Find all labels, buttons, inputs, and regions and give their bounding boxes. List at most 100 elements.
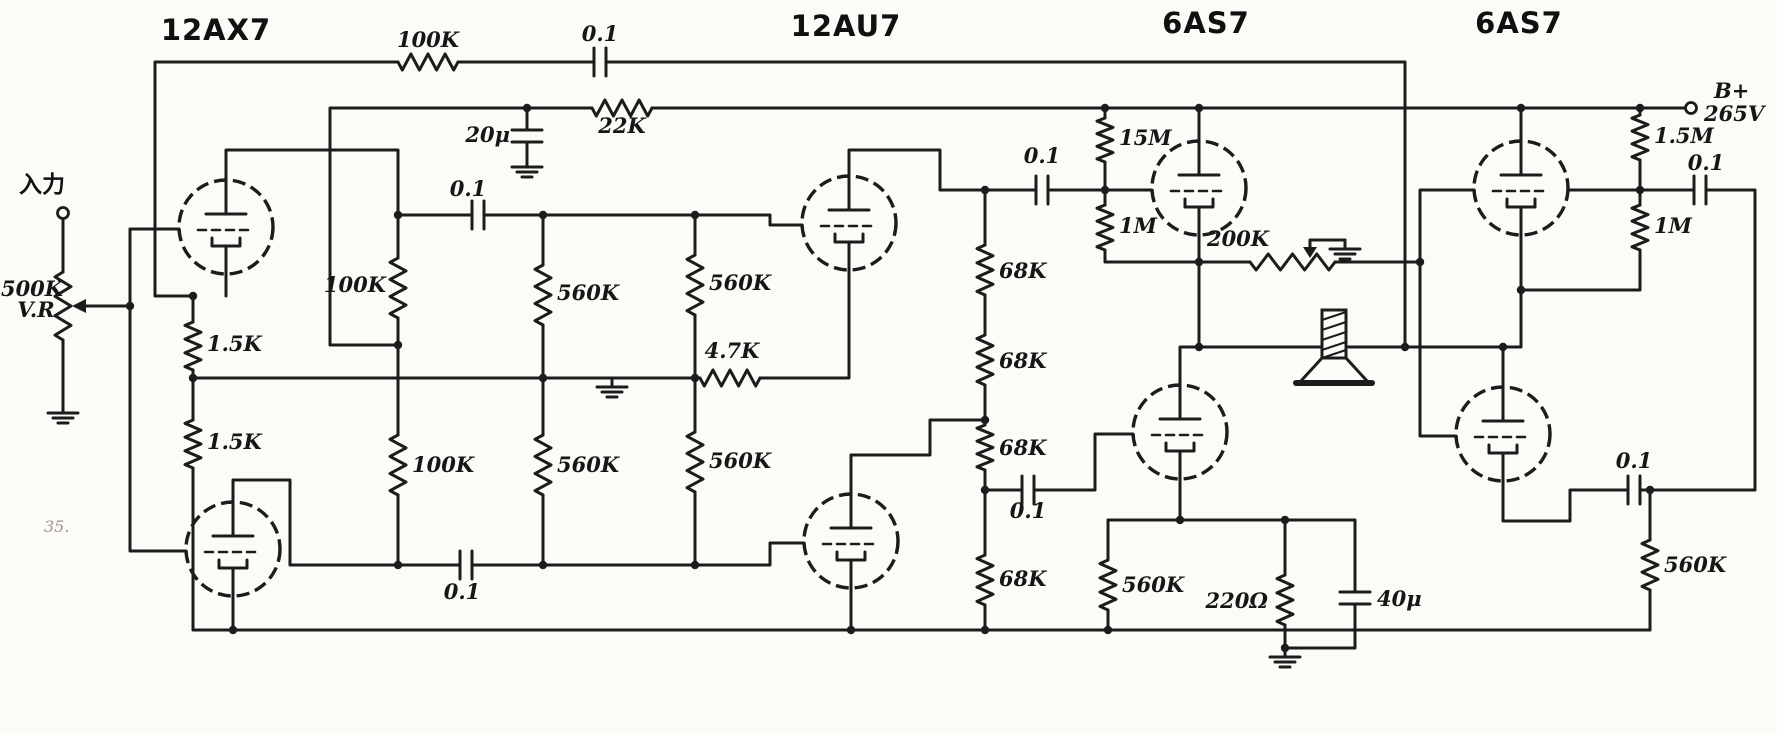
divider-resistor-3-label: 68K bbox=[999, 435, 1047, 460]
output-cathode-resistor-label: 220Ω bbox=[1204, 588, 1268, 613]
cathode-bypass-capacitor-label: 40μ bbox=[1377, 586, 1422, 611]
labels: 12AX7 12AU7 6AS7 6AS7 入力 B+ 265V 100K 0.… bbox=[1, 6, 1767, 613]
coupling-capacitor-lower-label: 0.1 bbox=[444, 579, 481, 604]
ground-symbols bbox=[46, 156, 1362, 669]
b-plus-voltage-label: 265V bbox=[1703, 101, 1767, 126]
cathode-bypass-capacitor bbox=[1338, 590, 1372, 606]
supply-filter-capacitor bbox=[510, 128, 544, 144]
tube-12au7-upper bbox=[800, 174, 898, 272]
tail-resistor bbox=[698, 368, 762, 388]
plate-resistor-lower-label: 100K bbox=[412, 452, 475, 477]
balance-wiper-arrow-icon bbox=[1303, 247, 1317, 258]
feedback-capacitor-label: 0.1 bbox=[582, 21, 619, 46]
divider-resistor-3 bbox=[975, 423, 995, 472]
output-coupling-bottom-label: 0.1 bbox=[1616, 448, 1653, 473]
tube-6as7-left-lower bbox=[1131, 383, 1229, 481]
coupling-capacitor-upper-label: 0.1 bbox=[450, 176, 487, 201]
filter-capacitor-label: 20μ bbox=[464, 122, 510, 147]
output-grid-lo-label: 1M bbox=[1654, 213, 1693, 238]
grid-resistor-lower-2-label: 560K bbox=[709, 448, 772, 473]
b-plus-terminal bbox=[1684, 101, 1698, 115]
output-coupling-top-label: 0.1 bbox=[1688, 150, 1725, 175]
tube-label-v4: 6AS7 bbox=[1475, 6, 1563, 40]
driver-coupling-capacitor-lower bbox=[1020, 474, 1036, 506]
feedback-resistor bbox=[396, 52, 460, 72]
cathode-resistor-2 bbox=[183, 418, 203, 470]
junction-dots bbox=[125, 103, 1655, 653]
volume-pot-label: 500K bbox=[1, 276, 64, 301]
output-cathode-resistor bbox=[1275, 573, 1295, 627]
tube-symbols bbox=[177, 139, 1570, 598]
grid-resistor-upper-2-label: 560K bbox=[709, 270, 772, 295]
tube-label-v2: 12AU7 bbox=[791, 9, 902, 43]
supply-dropper-resistor bbox=[590, 98, 654, 118]
tube-6as7-right-lower bbox=[1454, 385, 1552, 483]
grid-resistor-lower-2 bbox=[685, 430, 705, 494]
cathode-resistor-1 bbox=[183, 320, 203, 372]
volume-pot-tag: V.R bbox=[17, 297, 54, 322]
b-plus-label: B+ bbox=[1713, 78, 1749, 103]
divider-resistor-1 bbox=[975, 243, 995, 297]
divider-resistor-4-label: 68K bbox=[999, 566, 1047, 591]
grid-leak-right bbox=[1640, 538, 1660, 592]
balance-pot-label: 200K bbox=[1206, 226, 1270, 251]
input-terminal bbox=[56, 206, 70, 220]
balance-potentiometer bbox=[1248, 252, 1337, 272]
ground-icon bbox=[46, 402, 80, 425]
volume-wiper-arrow-icon bbox=[72, 299, 86, 313]
tube-12ax7-upper bbox=[177, 178, 275, 276]
driver-grid-hi-label: 15M bbox=[1119, 125, 1172, 150]
cathode-resistor-2-label: 1.5K bbox=[207, 429, 263, 454]
driver-coupling-lower-label: 0.1 bbox=[1010, 498, 1047, 523]
plate-resistor-upper bbox=[388, 256, 408, 320]
feedback-capacitor bbox=[592, 46, 608, 78]
wires-right-section bbox=[847, 60, 1757, 650]
driver-coupling-capacitor-upper bbox=[1034, 174, 1050, 206]
resistors bbox=[53, 52, 1660, 627]
ground-icon bbox=[510, 156, 544, 179]
volume-potentiometer bbox=[53, 270, 73, 342]
grid-resistor-lower-1 bbox=[533, 433, 553, 497]
divider-resistor-2 bbox=[975, 333, 995, 387]
tube-label-v1: 12AX7 bbox=[161, 13, 271, 47]
coupling-capacitor-lower bbox=[458, 549, 474, 581]
output-grid-resistor-lo bbox=[1630, 203, 1650, 252]
capacitors bbox=[458, 46, 1708, 606]
speaker-icon bbox=[1293, 308, 1375, 386]
output-coupling-capacitor-bottom bbox=[1626, 474, 1642, 506]
output-grid-hi-label: 1.5M bbox=[1654, 123, 1715, 148]
divider-resistor-4 bbox=[975, 553, 995, 607]
tube-12au7-lower bbox=[802, 492, 900, 590]
output-grid-resistor-hi bbox=[1630, 113, 1650, 162]
tube-6as7-right-upper bbox=[1472, 139, 1570, 237]
ground-icon bbox=[595, 376, 629, 399]
scan-artifact: 35. bbox=[44, 517, 69, 536]
plate-resistor-lower bbox=[388, 433, 408, 497]
grid-leak-left bbox=[1098, 558, 1118, 612]
divider-resistor-2-label: 68K bbox=[999, 348, 1047, 373]
grid-resistor-upper-1 bbox=[533, 263, 553, 327]
grid-resistor-upper-2 bbox=[685, 253, 705, 317]
grid-resistor-upper-1-label: 560K bbox=[557, 280, 620, 305]
output-coupling-capacitor-top bbox=[1692, 174, 1708, 206]
driver-grid-lo-label: 1M bbox=[1119, 213, 1158, 238]
grid-leak-right-label: 560K bbox=[1664, 552, 1727, 577]
feedback-resistor-label: 100K bbox=[397, 27, 460, 52]
grid-resistor-lower-1-label: 560K bbox=[557, 452, 620, 477]
wires-left-section bbox=[61, 60, 1688, 632]
driver-grid-resistor-lo bbox=[1095, 203, 1115, 252]
driver-coupling-upper-label: 0.1 bbox=[1024, 143, 1061, 168]
plate-resistor-upper-label: 100K bbox=[324, 272, 387, 297]
tube-label-v3: 6AS7 bbox=[1162, 6, 1250, 40]
input-label: 入力 bbox=[19, 172, 65, 198]
tube-6as7-left-upper bbox=[1150, 139, 1248, 237]
divider-resistor-1-label: 68K bbox=[999, 258, 1047, 283]
driver-grid-resistor-hi bbox=[1095, 116, 1115, 164]
cathode-resistor-1-label: 1.5K bbox=[207, 331, 263, 356]
tube-12ax7-lower bbox=[184, 500, 282, 598]
ground-icon bbox=[1328, 238, 1362, 261]
coupling-capacitor-upper bbox=[470, 199, 486, 231]
tail-resistor-label: 4.7K bbox=[705, 338, 761, 363]
